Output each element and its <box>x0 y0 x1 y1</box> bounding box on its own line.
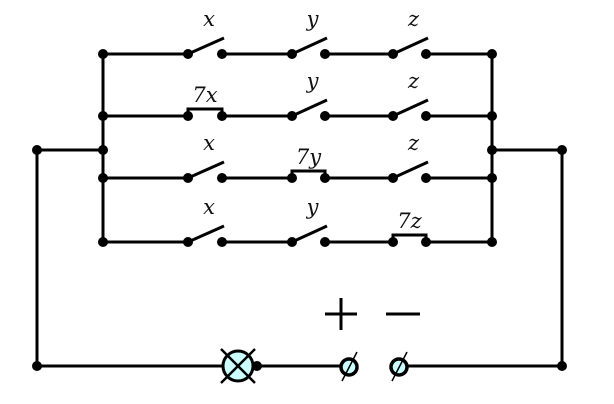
switch-label: x <box>203 7 215 31</box>
open-switch: z <box>388 131 431 183</box>
junction-dot <box>98 49 108 59</box>
left-loop-wire <box>35 148 222 368</box>
lamp <box>220 348 262 384</box>
switch-label: z <box>407 131 420 155</box>
junction-dot <box>98 173 108 183</box>
closed-switch: 7z <box>388 209 431 247</box>
switch-label: x <box>203 131 215 155</box>
switch-label: y <box>306 69 320 93</box>
switch-label: y <box>306 7 320 31</box>
junction-dot <box>98 111 108 121</box>
switch-rows: x y z 7x y z x 7y z x y 7z <box>98 7 497 247</box>
switch-label: 7y <box>296 145 322 169</box>
junction-dot <box>487 49 497 59</box>
open-switch: y <box>287 69 330 121</box>
open-switch: x <box>183 195 227 247</box>
wires <box>35 54 564 368</box>
switch-label: 7z <box>397 209 422 233</box>
switch-label: z <box>407 69 420 93</box>
junction-dot <box>98 145 108 155</box>
switch-label: z <box>407 7 420 31</box>
open-switch: x <box>183 7 227 59</box>
junction-dot <box>487 173 497 183</box>
junction-dot <box>98 237 108 247</box>
closed-switch: 7y <box>287 145 330 183</box>
open-switch: x <box>183 131 227 183</box>
junction-dot <box>487 145 497 155</box>
junction-dots <box>32 145 567 371</box>
switch-row: 7x y z <box>98 69 497 121</box>
switch-label: x <box>203 195 215 219</box>
closed-switch: 7x <box>183 83 227 121</box>
switch-label: 7x <box>192 83 217 107</box>
open-switch: y <box>287 195 330 247</box>
right-loop-wire <box>400 148 564 368</box>
junction-dot <box>557 145 567 155</box>
switch-label: y <box>306 195 320 219</box>
battery: + — <box>325 298 420 382</box>
open-switch: z <box>388 7 431 59</box>
open-switch: z <box>388 69 431 121</box>
switch-row: x y 7z <box>98 195 497 247</box>
junction-dot <box>32 361 42 371</box>
switch-row: x 7y z <box>98 131 497 183</box>
junction-dot <box>32 145 42 155</box>
switch-row: x y z <box>98 7 497 59</box>
junction-dot <box>557 361 567 371</box>
junction-dot <box>487 237 497 247</box>
junction-dot <box>487 111 497 121</box>
open-switch: y <box>287 7 330 59</box>
